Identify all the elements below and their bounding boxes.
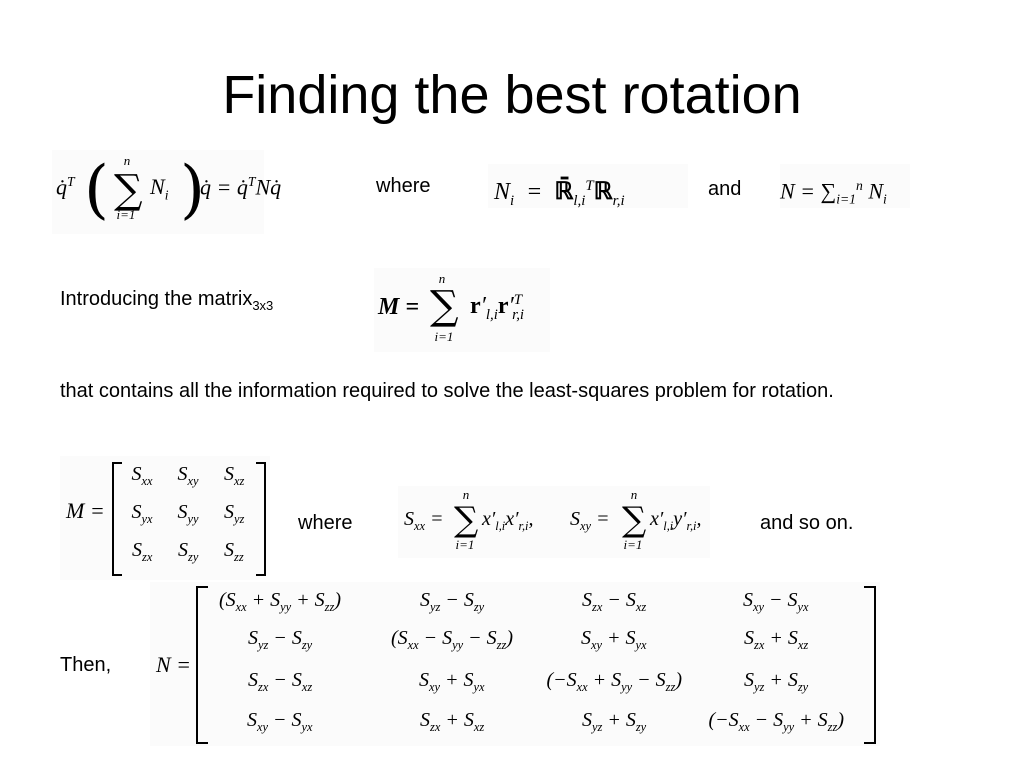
matrix-n-cell-1-2: Syz − Szy	[420, 589, 485, 614]
introducing-text: Introducing the matrix	[60, 288, 253, 310]
equation-ni: Ni = ℝ̄l,iTℝr,i	[488, 164, 688, 209]
matrix-m-cell-1-1: Sxx	[131, 463, 153, 488]
equation-quaternion: q̇T ( n ∑ i=1 Ni ) q̇ = q̇TNq̇	[52, 150, 281, 234]
matrix-n-cell-2-2: (Sxx − Syy − Szz)	[391, 627, 513, 652]
matrix-n-left-bracket	[196, 586, 208, 744]
and-so-on-label: and so on.	[760, 512, 854, 534]
equation-n-sum: N = ∑i=1n Ni	[780, 164, 910, 208]
matrix-m-cell-2-3: Syz	[224, 501, 245, 526]
matrix-n-cell-4-4: (−Sxx − Syy + Szz)	[708, 709, 844, 734]
matrix-n-cell-2-1: Syz − Szy	[248, 627, 313, 652]
matrix-n-cell-1-4: Sxy − Syx	[743, 589, 809, 614]
matrix-n-cell-3-4: Syz + Szy	[744, 669, 809, 694]
introducing-label: Introducing the matrix3x3	[60, 287, 273, 318]
matrix-size: 3x3	[252, 298, 274, 313]
matrix-m-cell-3-3: Szz	[224, 539, 244, 564]
matrix-n-cell-3-1: Szx − Sxz	[248, 669, 313, 694]
matrix-n-cell-4-3: Syz + Szy	[582, 709, 647, 734]
matrix-m-left-bracket	[112, 462, 122, 576]
where-label-2: where	[298, 512, 353, 534]
matrix-m-cell-3-1: Szx	[132, 539, 153, 564]
matrix-m-cell-3-2: Szy	[178, 539, 199, 564]
matrix-n-cell-4-2: Szx + Sxz	[420, 709, 485, 734]
and-label: and	[708, 178, 742, 200]
matrix-n-cell-1-1: (Sxx + Syy + Szz)	[219, 589, 341, 614]
equation-m-sum: M = n ∑ i=1 r′l,ir′Tr,i	[374, 268, 550, 352]
then-label: Then,	[60, 654, 112, 676]
description-paragraph: that contains all the information requir…	[60, 380, 834, 402]
matrix-n-cell-3-2: Sxy + Syx	[419, 669, 485, 694]
matrix-m-cell-2-1: Syx	[131, 501, 153, 526]
slide-title: Finding the best rotation	[222, 65, 802, 125]
matrix-m-cell-1-2: Sxy	[177, 463, 199, 488]
equation-sxx-sxy: Sxx = n ∑ i=1 x′l,ix′r,i, Sxy = n ∑ i=1 …	[398, 486, 710, 558]
matrix-n-cell-1-3: Szx − Sxz	[582, 589, 647, 614]
matrix-n-cell-4-1: Sxy − Syx	[247, 709, 313, 734]
matrix-n-cell-2-4: Szx + Sxz	[744, 627, 809, 652]
matrix-m-cell-2-2: Syy	[177, 501, 199, 526]
matrix-n-cell-2-3: Sxy + Syx	[581, 627, 647, 652]
where-label-1: where	[376, 175, 431, 197]
matrix-n-cell-3-3: (−Sxx + Syy − Szz)	[546, 669, 682, 694]
matrix-n-right-bracket	[864, 586, 876, 744]
matrix-m-right-bracket	[256, 462, 266, 576]
matrix-m-cell-1-3: Sxz	[224, 463, 245, 488]
